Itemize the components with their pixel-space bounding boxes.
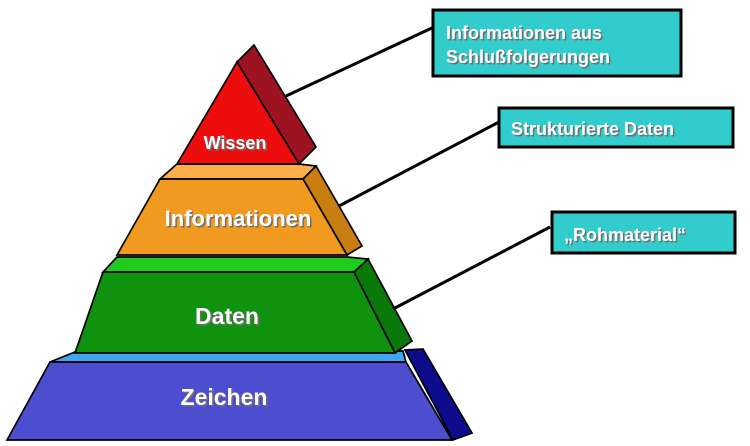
level-informationen: Informationen Informationen <box>115 163 364 257</box>
callout-wissen-line1-shadow: Informationen aus <box>448 25 604 45</box>
callout-wissen-box <box>431 8 683 78</box>
callout-wissen: Informationen aus Informationen aus Schl… <box>431 8 683 78</box>
callout-informationen-text: Strukturierte Daten <box>511 119 674 139</box>
level-zeichen: Zeichen Zeichen <box>5 348 474 442</box>
connector-line-wissen <box>285 25 435 98</box>
level-zeichen-label-shadow: Zeichen <box>182 386 269 412</box>
level-informationen-front <box>115 178 349 256</box>
level-informationen-label-shadow: Informationen <box>166 208 313 233</box>
level-daten-top <box>101 256 370 273</box>
level-zeichen-side <box>403 348 474 442</box>
level-informationen-label: Informationen <box>165 206 312 231</box>
callout-wissen-line1: Informationen aus <box>446 23 602 43</box>
level-daten: Daten Daten <box>73 256 414 355</box>
level-wissen: Wissen Wissen <box>175 43 318 166</box>
callout-daten-box <box>550 210 737 255</box>
callout-informationen-box <box>497 106 735 149</box>
level-zeichen-front <box>5 361 454 441</box>
level-daten-front <box>73 271 397 354</box>
callout-daten: „Rohmaterial“ „Rohmaterial“ <box>550 210 737 255</box>
callout-daten-text-shadow: „Rohmaterial“ <box>566 227 688 247</box>
level-wissen-label-shadow: Wissen <box>205 135 268 155</box>
level-wissen-front <box>175 60 301 165</box>
level-zeichen-label: Zeichen <box>181 384 268 410</box>
callout-daten-text: „Rohmaterial“ <box>564 225 686 245</box>
level-wissen-label: Wissen <box>204 133 267 153</box>
callout-wissen-line2: Schlußfolgerungen <box>446 47 610 67</box>
connector-line-informationen <box>338 120 500 208</box>
level-daten-label-shadow: Daten <box>197 305 261 331</box>
level-informationen-top <box>157 163 318 180</box>
callout-informationen-text-shadow: Strukturierte Daten <box>513 121 676 141</box>
connector-line-daten <box>392 225 551 311</box>
callout-informationen: Strukturierte Daten Strukturierte Daten <box>497 106 735 149</box>
level-daten-label: Daten <box>195 303 259 329</box>
callout-wissen-line2-shadow: Schlußfolgerungen <box>448 49 612 69</box>
